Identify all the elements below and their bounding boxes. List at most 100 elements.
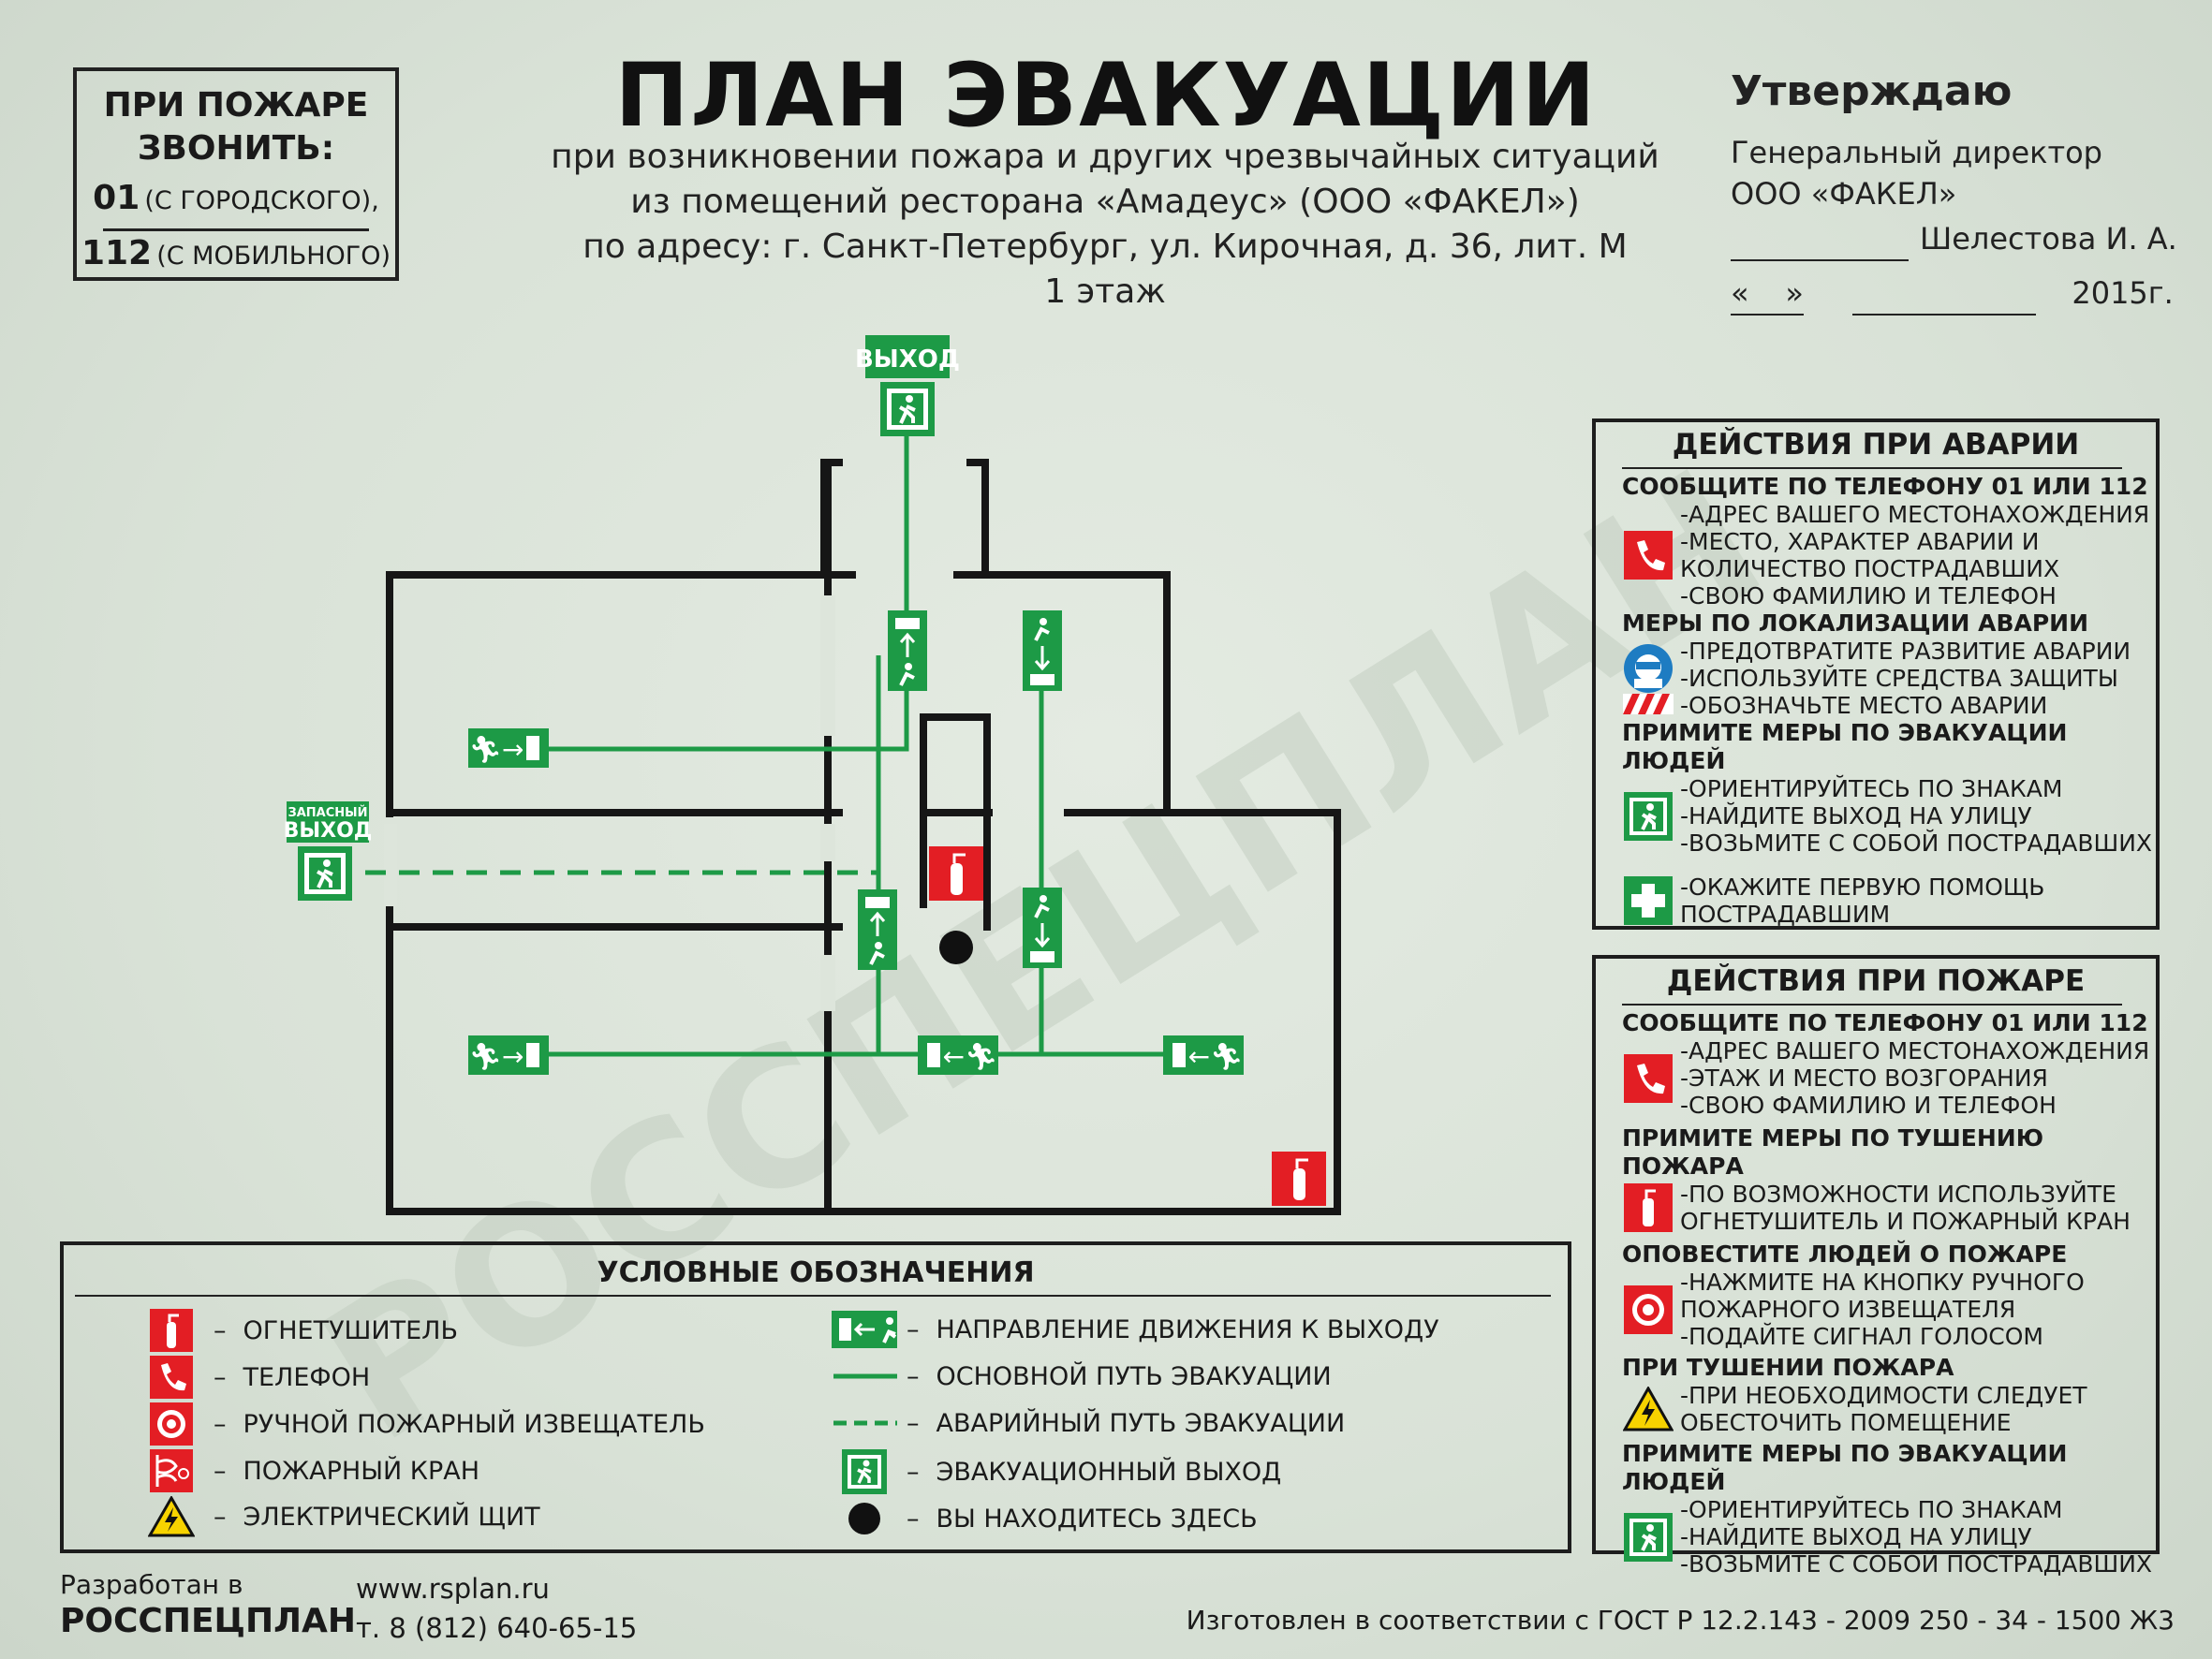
subtitle-line: при возникновении пожара и других чрезвы… <box>551 138 1659 176</box>
first-aid-icon <box>1622 874 1674 928</box>
instruction-line: -НАЙДИТЕ ВЫХОД НА УЛИЦУ <box>1680 802 2032 830</box>
developer-website[interactable]: www.rsplan.ru <box>356 1573 550 1605</box>
page-subtitle: при возникновении пожара и других чрезвы… <box>524 135 1686 315</box>
wall-mid-lower <box>386 809 1071 931</box>
legend-label: ВЫ НАХОДИТЕСЬ ЗДЕСЬ <box>936 1504 1258 1534</box>
fire-actions-panel: ДЕЙСТВИЯ ПРИ ПОЖАРЕ СООБЩИТЕ ПО ТЕЛЕФОНУ… <box>1592 955 2160 1578</box>
instruction-line: КОЛИЧЕСТВО ПОСТРАДАВШИХ <box>1680 555 2060 582</box>
walls <box>386 459 1341 1215</box>
instruction-line: -ОРИЕНТИРУЙТЕСЬ ПО ЗНАКАМ <box>1680 775 2063 802</box>
signature-line <box>1731 218 1909 261</box>
accident-section-title: СООБЩИТЕ ПО ТЕЛЕФОНУ 01 ИЛИ 112 <box>1622 473 2148 500</box>
svg-text:←🏃︎: ←🏃︎ <box>942 1041 997 1072</box>
date-open-quote: « <box>1731 275 1749 311</box>
instruction-line: -ПОДАЙТЕ СИГНАЛ ГОЛОСОМ <box>1680 1323 2044 1350</box>
legend-dash: – <box>907 1504 920 1534</box>
instruction-line: -ВОЗЬМИТЕ С СОБОЙ ПОСТРАДАВШИХ <box>1680 830 2153 857</box>
fire-hydrant-icon <box>139 1449 204 1492</box>
legend-label: ПОЖАРНЫЙ КРАН <box>243 1456 480 1486</box>
divider <box>1622 467 2122 469</box>
instruction-line: -ИСПОЛЬЗУЙТЕ СРЕДСТВА ЗАЩИТЫ <box>1680 665 2118 692</box>
spare-exit-label-top: ЗАПАСНЫЙ <box>288 805 367 820</box>
direction-arrow-icon: ←🏃︎ <box>1163 1035 1244 1075</box>
instruction-line: ПОЖАРНОГО ИЗВЕЩАТЕЛЯ <box>1680 1296 2016 1323</box>
instruction-line: -ПРИ НЕОБХОДИМОСТИ СЛЕДУЕТ <box>1680 1382 2087 1409</box>
door-gaps <box>384 595 835 1011</box>
city-text: (С ГОРОДСКОГО), <box>144 186 379 215</box>
electric-warning-icon <box>139 1496 204 1537</box>
approval-heading: Утверждаю <box>1731 67 2013 115</box>
legend-dash: – <box>907 1361 920 1391</box>
svg-text:←🏃︎: ←🏃︎ <box>1187 1041 1243 1072</box>
fire-section-title: ПРИМИТЕ МЕРЫ ПО ЭВАКУАЦИИ ЛЮДЕЙ <box>1622 1440 2068 1495</box>
direction-arrow-down-icon <box>1023 888 1062 968</box>
instruction-line: -ПРЕДОТВРАТИТЕ РАЗВИТИЕ АВАРИИ <box>1680 638 2131 665</box>
electric-warning-icon <box>1622 1382 1674 1436</box>
date-month-field <box>1852 272 2037 316</box>
direction-arrow-icon: 🏃︎→ <box>468 1035 549 1075</box>
legend-heading: УСЛОВНЫЕ ОБОЗНАЧЕНИЯ <box>597 1256 1035 1289</box>
top-exit: ВЫХОД <box>855 335 960 436</box>
mobile-phone: 112 (С МОБИЛЬНОГО) <box>77 233 395 280</box>
page-title: ПЛАН ЭВАКУАЦИИ <box>614 45 1598 147</box>
divider <box>1622 1004 2122 1006</box>
fire-call-heading-2: ЗВОНИТЬ: <box>137 129 335 168</box>
alarm-button-icon <box>139 1402 204 1446</box>
divider <box>75 1295 1551 1297</box>
instruction-line: ОБЕСТОЧИТЬ ПОМЕЩЕНИЕ <box>1680 1409 2012 1436</box>
legend-item: – АВАРИЙНЫЙ ПУТЬ ЭВАКУАЦИИ <box>832 1404 1345 1442</box>
main-evacuation-path <box>547 431 1180 1057</box>
direction-arrow-icon <box>832 1311 897 1348</box>
instruction-line: -АДРЕС ВАШЕГО МЕСТОНАХОЖДЕНИЯ <box>1680 1037 2150 1064</box>
legend-label: ОГНЕТУШИТЕЛЬ <box>243 1315 458 1345</box>
instruction-line: -СВОЮ ФАМИЛИЮ И ТЕЛЕФОН <box>1680 582 2057 609</box>
legend-dash: – <box>214 1456 227 1486</box>
approval-company: ООО «ФАКЕЛ» <box>1731 176 1957 212</box>
hazard-stripe-icon <box>1623 693 1674 714</box>
direction-arrow-down-icon <box>1023 610 1062 691</box>
legend-label: ТЕЛЕФОН <box>243 1362 371 1392</box>
svg-text:🏃︎→: 🏃︎→ <box>468 734 524 765</box>
instruction-line: -ОРИЕНТИРУЙТЕСЬ ПО ЗНАКАМ <box>1680 1496 2063 1523</box>
city-phone: 01 (С ГОРОДСКОГО), <box>77 176 395 227</box>
you-are-here-icon <box>939 931 973 964</box>
spare-exit: ЗАПАСНЫЙ ВЫХОД <box>284 801 372 901</box>
developer-company: РОССПЕЦПЛАН <box>60 1602 356 1640</box>
accident-item-evacuate: -ОРИЕНТИРУЙТЕСЬ ПО ЗНАКАМ -НАЙДИТЕ ВЫХОД… <box>1622 775 2156 857</box>
divider <box>103 228 369 231</box>
approval-year: 2015г. <box>2072 275 2174 311</box>
fire-section-title: ПРИМИТЕ МЕРЫ ПО ТУШЕНИЮ ПОЖАРА <box>1622 1124 2044 1180</box>
exit-icon <box>298 846 352 901</box>
exit-icon <box>880 382 935 436</box>
fire-panel-heading: ДЕЙСТВИЯ ПРИ ПОЖАРЕ <box>1666 964 2086 998</box>
exit-label-text: ВЫХОД <box>855 345 960 374</box>
legend-box: УСЛОВНЫЕ ОБОЗНАЧЕНИЯ – ОГНЕТУШИТЕЛЬ – ТЕ… <box>60 1241 1571 1553</box>
legend-label: ОСНОВНОЙ ПУТЬ ЭВАКУАЦИИ <box>936 1361 1332 1391</box>
legend-item: – ЭВАКУАЦИОННЫЙ ВЫХОД <box>832 1449 1281 1494</box>
instruction-line: ОГНЕТУШИТЕЛЬ И ПОЖАРНЫЙ КРАН <box>1680 1208 2131 1235</box>
instruction-line: -ЭТАЖ И МЕСТО ВОЗГОРАНИЯ <box>1680 1064 2048 1092</box>
standard-note: Изготовлен в соответствии с ГОСТ Р 12.2.… <box>1186 1605 2175 1636</box>
developer-phone: т. 8 (812) 640-65-15 <box>356 1612 638 1644</box>
legend-dash: – <box>907 1408 920 1438</box>
accident-item-first-aid: -ОКАЖИТЕ ПЕРВУЮ ПОМОЩЬ ПОСТРАДАВШИМ <box>1622 874 2156 928</box>
fire-item-evacuate: -ОРИЕНТИРУЙТЕСЬ ПО ЗНАКАМ -НАЙДИТЕ ВЫХОД… <box>1622 1496 2156 1578</box>
approval-position: Генеральный директор <box>1731 135 2102 170</box>
legend-item: – ВЫ НАХОДИТЕСЬ ЗДЕСЬ <box>832 1500 1258 1537</box>
subtitle-line: по адресу: г. Санкт-Петербург, ул. Кироч… <box>582 228 1628 266</box>
direction-arrow-icon: ←🏃︎ <box>918 1035 998 1075</box>
legend-label: АВАРИЙНЫЙ ПУТЬ ЭВАКУАЦИИ <box>936 1408 1346 1438</box>
legend-dash: – <box>907 1314 920 1344</box>
legend-item: – НАПРАВЛЕНИЕ ДВИЖЕНИЯ К ВЫХОДУ <box>832 1311 1439 1348</box>
subtitle-line: 1 этаж <box>1044 272 1166 311</box>
fire-item-power: -ПРИ НЕОБХОДИМОСТИ СЛЕДУЕТ ОБЕСТОЧИТЬ ПО… <box>1622 1382 2156 1436</box>
direction-arrow-icon: 🏃︎→ <box>468 728 549 768</box>
legend-item: – ОСНОВНОЙ ПУТЬ ЭВАКУАЦИИ <box>832 1358 1332 1395</box>
fire-call-heading-1: ПРИ ПОЖАРЕ <box>103 86 369 125</box>
accident-item-report: -АДРЕС ВАШЕГО МЕСТОНАХОЖДЕНИЯ -МЕСТО, ХА… <box>1622 501 2156 609</box>
fire-call-box: ПРИ ПОЖАРЕ ЗВОНИТЬ: 01 (С ГОРОДСКОГО), 1… <box>73 67 399 281</box>
fire-item-alarm: -НАЖМИТЕ НА КНОПКУ РУЧНОГО ПОЖАРНОГО ИЗВ… <box>1622 1269 2156 1350</box>
alarm-button-icon <box>1622 1269 1674 1350</box>
approval-block: Утверждаю Генеральный директор ООО «ФАКЕ… <box>1731 67 2180 316</box>
extinguisher-icon <box>1622 1181 1674 1235</box>
